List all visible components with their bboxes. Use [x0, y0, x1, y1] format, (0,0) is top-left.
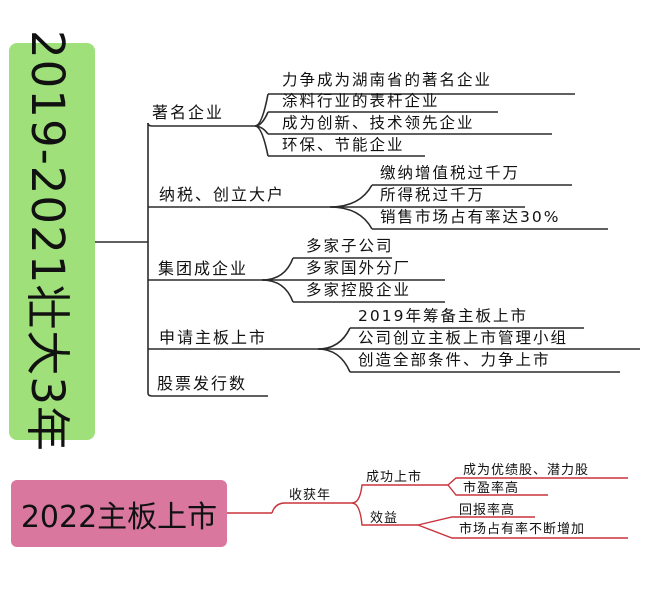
upper-phase-box [9, 43, 95, 440]
lower-root-label: 收获年 [289, 488, 332, 503]
upper-phase-title: 2019-2021壮大3年 [21, 30, 75, 452]
branch-label-famous: 著名企业 [152, 103, 225, 122]
lower-phase-box: 2022主板上市 [11, 480, 227, 547]
branch-item: 成为创新、技术领先企业 [282, 114, 475, 132]
lower-branch-label: 效益 [370, 511, 399, 526]
lower-branch-item: 回报率高 [459, 503, 516, 518]
branch-item: 2019年筹备主板上市 [358, 307, 528, 325]
branch-label-listing: 申请主板上市 [159, 328, 268, 347]
branch-item: 多家控股企业 [306, 281, 412, 299]
branch-item: 环保、节能企业 [282, 136, 405, 154]
lower-branch-item: 成为优绩股、潜力股 [463, 463, 590, 478]
branch-label-tax: 纳税、创立大户 [159, 185, 286, 204]
branch-label-shares: 股票发行数 [157, 374, 248, 393]
branch-item: 多家子公司 [306, 237, 394, 255]
branch-item: 创造全部条件、力争上市 [358, 351, 551, 369]
lower-branch-item: 市场占有率不断增加 [459, 522, 586, 537]
branch-item: 涂料行业的表杆企业 [282, 92, 440, 110]
branch-item: 销售市场占有率达30% [380, 208, 561, 226]
branch-item: 所得税过千万 [380, 186, 486, 204]
lower-phase-title: 2022主板上市 [20, 499, 218, 535]
branch-item: 多家国外分厂 [306, 259, 412, 277]
lower-branch-item: 市盈率高 [463, 481, 520, 496]
branch-label-group: 集团成企业 [158, 259, 249, 278]
branch-item: 力争成为湖南省的著名企业 [282, 71, 493, 89]
branch-item: 公司创立主板上市管理小组 [358, 329, 569, 347]
lower-branch-label: 成功上市 [366, 470, 423, 485]
branch-item: 缴纳增值税过千万 [380, 164, 521, 182]
